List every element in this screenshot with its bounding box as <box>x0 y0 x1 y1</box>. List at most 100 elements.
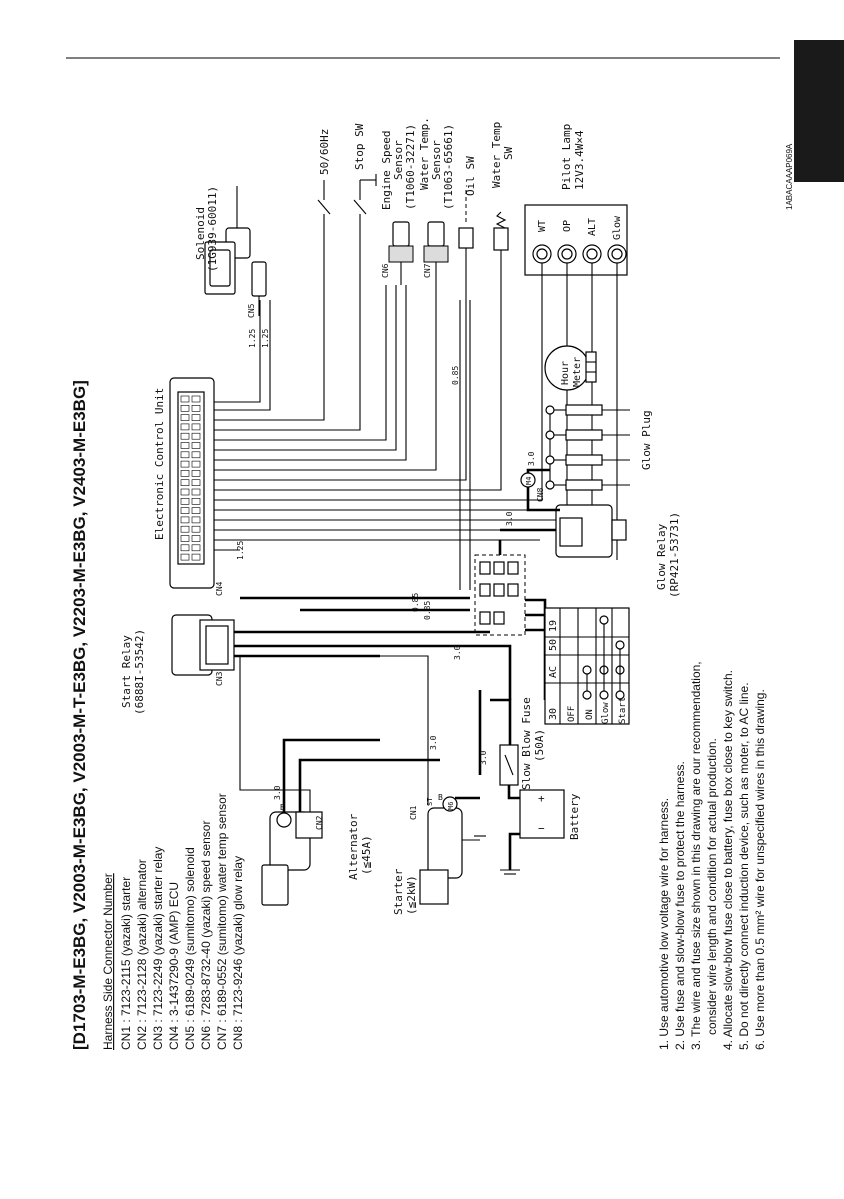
connector-heading: Harness Side Connector Number <box>101 873 115 1050</box>
wire-30-battery: 3.0 <box>479 750 488 765</box>
ecu-pin <box>191 553 201 561</box>
connector-item: CN1 : 7123-2115 (yazaki) starter <box>119 877 133 1050</box>
battery-label: Battery <box>568 793 581 840</box>
ecu-pin <box>180 414 190 421</box>
start-relay: Start Relay (6888I-53542) CN3 3.0 <box>120 614 512 715</box>
note-line: 6. Use more than 0.5 mm² wire for unspec… <box>753 689 767 1050</box>
glow-relay-label: Glow Relay <box>655 523 668 590</box>
key-row-start: Start <box>618 697 628 724</box>
cn6-label: CN6 <box>381 263 390 278</box>
key-row-on: ON <box>585 709 595 720</box>
battery-minus: − <box>538 822 545 835</box>
connector-item: CN7 : 6189-0552 (sumitomo) water temp se… <box>215 793 229 1050</box>
connector-item: CN3 : 7123-2249 (yazaki) starter relay <box>151 847 165 1050</box>
ecu-pin <box>191 460 201 468</box>
note-line: 1. Use automotive low voltage wire for h… <box>657 798 671 1050</box>
water-temp-pn: (T1063-65661) <box>442 124 455 210</box>
pilot-lamp-spec: 12V3.4W×4 <box>573 130 586 190</box>
note-line: consider wire length and condition for a… <box>705 738 719 1035</box>
cn3-label: CN3 <box>215 671 224 686</box>
connector-list: Harness Side Connector Number CN1 : 7123… <box>101 793 245 1050</box>
connector-item: CN6 : 7283-8732-40 (yazaki) speed sensor <box>199 821 213 1050</box>
water-temp-sw-label: Water Temp <box>490 122 503 188</box>
note-line: 3. The wire and fuse size shown in this … <box>689 661 703 1050</box>
slow-blow-label: Slow Blow Fuse <box>520 697 533 790</box>
ecu-pin <box>191 470 201 477</box>
st-label: ST <box>426 797 434 806</box>
ecu-pin <box>180 404 190 412</box>
ecu-pin <box>191 432 201 440</box>
cn2-label: CN2 <box>315 815 324 830</box>
wire-125-ecu: 1.25 <box>236 541 245 560</box>
note-line: 4. Allocate slow-blow fuse close to batt… <box>721 670 735 1050</box>
sensor-label: Sensor <box>392 140 405 180</box>
m4-label: M4 <box>525 477 533 485</box>
ecu-pin <box>191 414 201 421</box>
water-temp-sensor: Water Temp. Sensor (T1063-65661) CN7 <box>418 117 455 285</box>
alternator-rating: (≦45A) <box>360 835 373 875</box>
wire-085-b: 0.85 <box>411 593 420 612</box>
ecu-pin <box>191 423 201 431</box>
lamp-wt-label: WT <box>537 220 548 232</box>
cn5-label: CN5 <box>247 303 256 318</box>
lamp-glow-label: Glow <box>612 215 623 240</box>
ecu-pin <box>180 479 190 487</box>
ecu-pin <box>180 442 190 449</box>
note-line: 2. Use fuse and slow-blow fuse to protec… <box>673 761 687 1050</box>
battery-plus: + <box>538 792 545 805</box>
starter-label: Starter <box>392 868 405 915</box>
ecu-pin <box>191 451 201 459</box>
key-col-ac: AC <box>548 666 559 678</box>
ecu-pin <box>191 525 201 533</box>
water-temp-label: Water Temp. <box>418 117 431 190</box>
slow-blow-rating: (50A) <box>533 729 546 762</box>
page-title: [D1703-M-E3BG, V2003-M-E3BG, V2003-M-T-E… <box>70 380 89 1050</box>
cn8-label: CN8 <box>536 487 545 502</box>
hour-meter: Hour Meter <box>544 345 597 391</box>
start-relay-pn: (6888I-53542) <box>133 629 146 715</box>
lamp-alt-label: ALT <box>587 218 598 236</box>
ecu-pin <box>180 516 190 524</box>
ecu-pin <box>180 470 190 477</box>
ecu-pin <box>180 432 190 440</box>
starter-rating: (≦2kW) <box>405 875 418 915</box>
connector-item: CN8 : 7123-9246 (yazaki) glow relay <box>231 856 245 1050</box>
ecu-pin <box>180 507 190 514</box>
key-switch-table: 30 AC 50 19 OFF ON Glow Start <box>544 607 630 725</box>
ecu-pin <box>180 488 190 496</box>
solenoid-label: Solenoid <box>194 207 207 260</box>
wire-30-alt: 3.0 <box>273 785 282 800</box>
ecu-pin <box>191 488 201 496</box>
key-col-30: 30 <box>548 708 559 720</box>
wire-30-alt2: 3.0 <box>429 735 438 750</box>
connector-item: CN5 : 6189-0249 (sumitomo) solenoid <box>183 847 197 1050</box>
ecu-pin <box>180 423 190 431</box>
hz-label: 50/60Hz <box>318 129 331 175</box>
connector-item: CN2 : 7123-2128 (yazaki) alternator <box>135 859 149 1050</box>
wire-125-a: 1.25 <box>248 329 257 348</box>
ecu-pin <box>191 395 201 403</box>
water-temp-switch: Water Temp SW <box>490 122 515 305</box>
ecu: Electronic Control Unit CN4 1.25 <box>153 377 245 596</box>
doc-code: 1ABACAAAP069A <box>785 143 794 210</box>
cn7-label: CN7 <box>423 263 432 278</box>
hour-label: Hour <box>560 361 571 385</box>
ecu-pin <box>191 544 201 552</box>
engine-speed-sensor: Engine Speed Sensor (T1060-32271) CN6 <box>380 124 417 285</box>
glow-plug-label: Glow Plug <box>640 410 653 470</box>
ecu-pin <box>180 544 190 552</box>
battery-circuit: Slow Blow Fuse (50A) + − Battery 3.0 <box>455 690 581 875</box>
key-row-off: OFF <box>567 706 577 722</box>
solenoid: Solenoid (1G939-60011) CN5 <box>194 186 267 318</box>
alt-b-label: B <box>280 803 285 812</box>
alternator: B CN2 Alternator (≦45A) 3.0 3.0 <box>239 656 440 906</box>
start-relay-label: Start Relay <box>120 635 133 708</box>
glow-relay-pn: (RP421-53731) <box>668 512 681 598</box>
notes: 1. Use automotive low voltage wire for h… <box>657 661 767 1050</box>
key-col-19: 19 <box>548 620 559 632</box>
oil-sw-label: Oil SW <box>464 156 477 196</box>
section-tab <box>794 40 844 182</box>
ecu-harness-wires: 1.25 1.25 0.85 <box>214 240 593 551</box>
ecu-pin <box>191 507 201 514</box>
